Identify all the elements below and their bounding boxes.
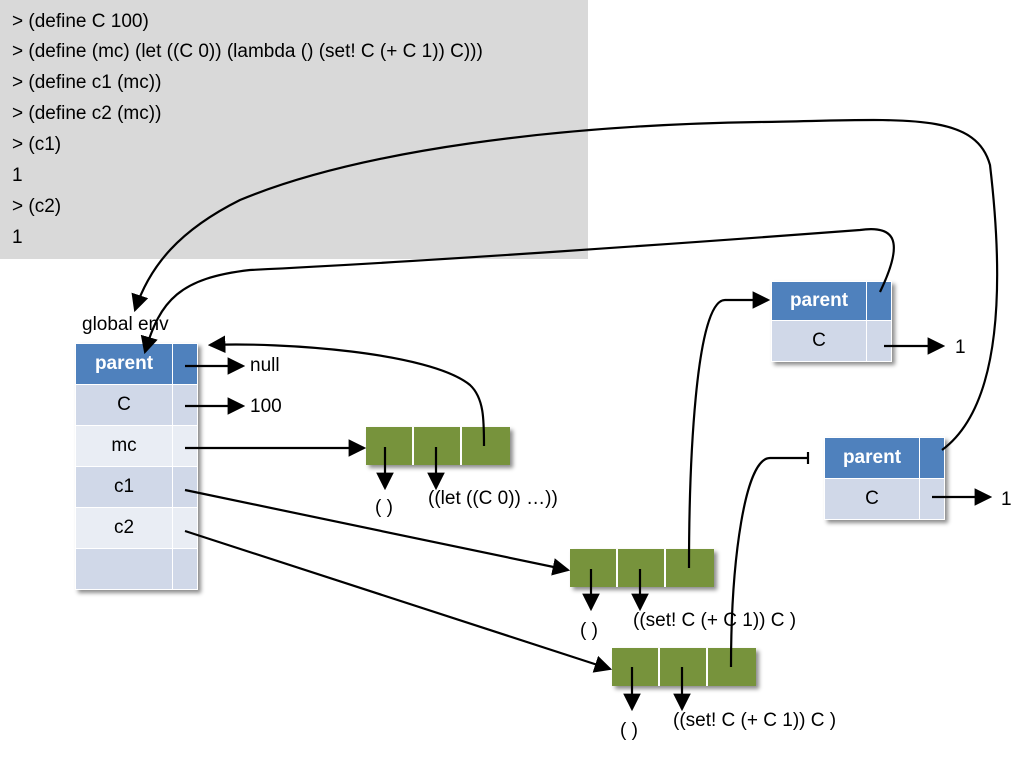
repl-line: > (define c2 (mc)) — [12, 103, 162, 124]
repl-line: > (c1) — [12, 134, 62, 155]
global-env-var-c1: c1 — [75, 466, 173, 508]
global-env-parent-value: null — [250, 355, 280, 376]
repl-transcript: > (define C 100) > (define (mc) (let ((C… — [0, 0, 588, 259]
closure-cell — [618, 549, 666, 587]
closure-mc-box — [366, 427, 510, 465]
closure-cell — [660, 648, 708, 686]
global-env-slot — [172, 466, 198, 508]
env2-table: parent C — [824, 437, 945, 520]
arrow-c1-closure — [184, 488, 571, 576]
closure-c1-box — [570, 549, 714, 587]
global-env-slot — [172, 425, 198, 467]
closure-cell — [462, 427, 510, 465]
arrow-mc-env — [207, 335, 486, 447]
repl-line: > (define C 100) — [12, 11, 149, 32]
env2-slot — [919, 478, 945, 520]
arrow-env1-parent — [140, 228, 895, 355]
closure-c2-params: ( ) — [620, 720, 638, 741]
arrow-env2-parent — [131, 118, 999, 451]
closure-mc-params: ( ) — [375, 497, 393, 518]
arrow-c2-closure — [184, 529, 613, 673]
env2-var-c: C — [824, 478, 920, 520]
global-env-var-c: C — [75, 384, 173, 426]
repl-line: 1 — [12, 165, 23, 186]
global-env-slot — [172, 548, 198, 590]
env2-c-value: 1 — [1001, 489, 1012, 510]
env1-var-c: C — [771, 320, 867, 362]
env1-parent-label: parent — [771, 281, 867, 321]
closure-cell — [414, 427, 462, 465]
env1-parent-slot — [866, 281, 892, 321]
repl-line: 1 — [12, 227, 23, 248]
arrow-c2-env — [729, 456, 808, 668]
global-env-var-c2: c2 — [75, 507, 173, 549]
global-env-title: global env — [82, 314, 169, 335]
closure-c2-body: ((set! C (+ C 1)) C ) — [673, 710, 837, 731]
closure-cell — [570, 549, 618, 587]
env1-slot — [866, 320, 892, 362]
closure-mc-body: ((let ((C 0)) …)) — [428, 488, 558, 509]
env2-parent-label: parent — [824, 437, 920, 479]
repl-line: > (c2) — [12, 196, 62, 217]
global-env-table: parent C mc c1 c2 — [75, 343, 198, 590]
repl-line: > (define (mc) (let ((C 0)) (lambda () (… — [12, 41, 483, 62]
env1-table: parent C — [771, 281, 892, 362]
env1-c-value: 1 — [955, 337, 966, 358]
arrow-c1-env — [687, 291, 771, 569]
closure-cell — [366, 427, 414, 465]
closure-cell — [612, 648, 660, 686]
repl-line: > (define c1 (mc)) — [12, 72, 162, 93]
closure-c1-params: ( ) — [580, 620, 598, 641]
global-env-slot — [172, 507, 198, 549]
env2-parent-slot — [919, 437, 945, 479]
global-env-c-value: 100 — [250, 396, 282, 417]
closure-c1-body: ((set! C (+ C 1)) C ) — [633, 610, 797, 631]
